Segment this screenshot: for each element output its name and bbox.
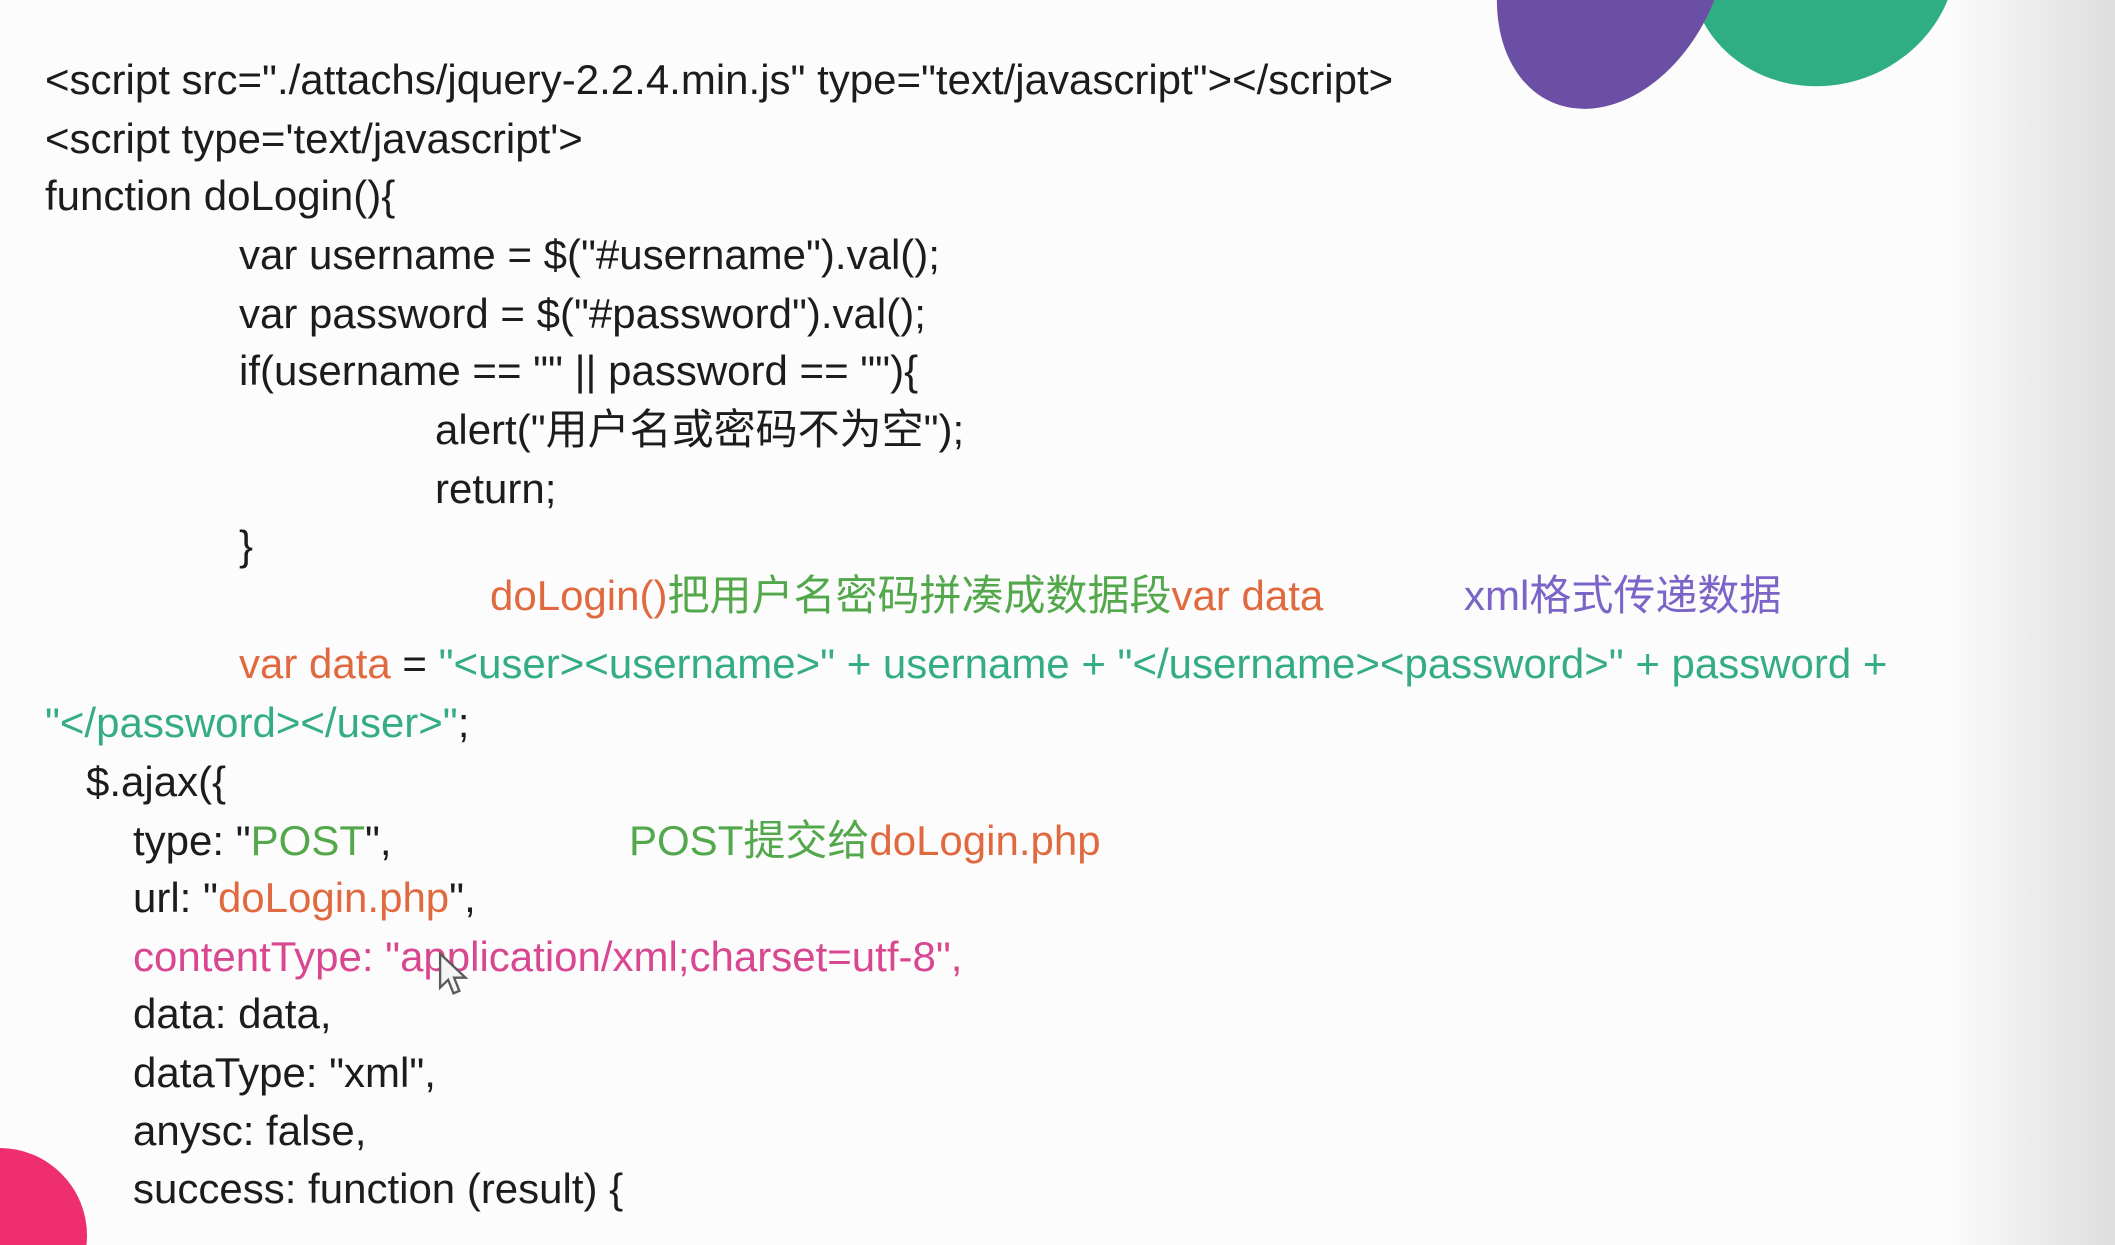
code-segment: contentType: "application/xml;charset=ut… bbox=[133, 933, 963, 980]
code-line-2: <script type='text/javascript'> bbox=[45, 115, 583, 162]
code-segment: if(username == "" || password == ""){ bbox=[239, 347, 919, 394]
code-line-10-annotation: xml格式传递数据 bbox=[1464, 572, 1781, 619]
mouse-cursor bbox=[438, 952, 469, 995]
code-line-14: type: "POST", bbox=[133, 817, 392, 864]
code-line-7: alert("用户名或密码不为空"); bbox=[435, 406, 964, 453]
code-segment: var username = $("#username").val(); bbox=[239, 231, 940, 278]
code-segment: "<user><username>" + username + "</usern… bbox=[438, 640, 1888, 687]
code-segment: $.ajax({ bbox=[86, 758, 227, 805]
code-segment: dataType: "xml", bbox=[133, 1049, 436, 1096]
code-segment: var data bbox=[239, 640, 391, 687]
code-line-1: <script src="./attachs/jquery-2.2.4.min.… bbox=[45, 56, 1393, 103]
code-line-3: function doLogin(){ bbox=[45, 172, 395, 219]
code-segment: success: function (result) { bbox=[133, 1165, 624, 1212]
code-segment: ; bbox=[457, 699, 470, 746]
code-segment: } bbox=[239, 522, 254, 569]
code-segment: doLogin.php bbox=[869, 817, 1101, 864]
code-segment: <script src="./attachs/jquery-2.2.4.min.… bbox=[45, 56, 1394, 103]
code-line-4: var username = $("#username").val(); bbox=[239, 231, 940, 278]
code-line-15: url: "doLogin.php", bbox=[133, 874, 476, 921]
code-line-13: $.ajax({ bbox=[86, 758, 226, 805]
code-segment: 把用户名密码拼凑成数据段 bbox=[667, 572, 1172, 619]
code-segment: ", bbox=[365, 817, 392, 864]
code-segment: "</password></user>" bbox=[45, 699, 458, 746]
code-line-5: var password = $("#password").val(); bbox=[239, 290, 926, 337]
code-line-6: if(username == "" || password == ""){ bbox=[239, 347, 918, 394]
code-segment: var password = $("#password").val(); bbox=[239, 290, 926, 337]
code-line-11: var data = "<user><username>" + username… bbox=[239, 640, 1887, 687]
code-line-14-annotation: POST提交给doLogin.php bbox=[629, 817, 1101, 864]
code-line-19: anysc: false, bbox=[133, 1107, 366, 1154]
code-line-20: success: function (result) { bbox=[133, 1165, 623, 1212]
code-segment: = bbox=[390, 640, 439, 687]
code-line-18: dataType: "xml", bbox=[133, 1049, 436, 1096]
code-line-9: } bbox=[239, 522, 253, 569]
code-segment: anysc: false, bbox=[133, 1107, 367, 1154]
code-segment: function doLogin(){ bbox=[45, 172, 396, 219]
code-segment: var data bbox=[1171, 572, 1324, 619]
code-segment: xml格式传递数据 bbox=[1464, 572, 1782, 619]
code-segment: POST提交给 bbox=[629, 817, 870, 864]
code-segment: url: " bbox=[133, 874, 218, 921]
code-segment: doLogin() bbox=[490, 572, 668, 619]
code-segment: type: " bbox=[133, 817, 251, 864]
code-segment: alert("用户名或密码不为空"); bbox=[435, 406, 965, 453]
code-line-10: doLogin()把用户名密码拼凑成数据段var data bbox=[490, 572, 1323, 619]
code-line-17: data: data, bbox=[133, 990, 332, 1037]
code-segment: return; bbox=[435, 465, 557, 512]
code-line-12: "</password></user>"; bbox=[45, 699, 469, 746]
code-segment: <script type='text/javascript'> bbox=[45, 115, 583, 162]
code-line-16: contentType: "application/xml;charset=ut… bbox=[133, 933, 962, 980]
code-line-8: return; bbox=[435, 465, 556, 512]
code-segment: ", bbox=[449, 874, 476, 921]
code-segment: doLogin.php bbox=[217, 874, 450, 921]
code-segment: POST bbox=[250, 817, 365, 864]
code-segment: data: data, bbox=[133, 990, 332, 1037]
